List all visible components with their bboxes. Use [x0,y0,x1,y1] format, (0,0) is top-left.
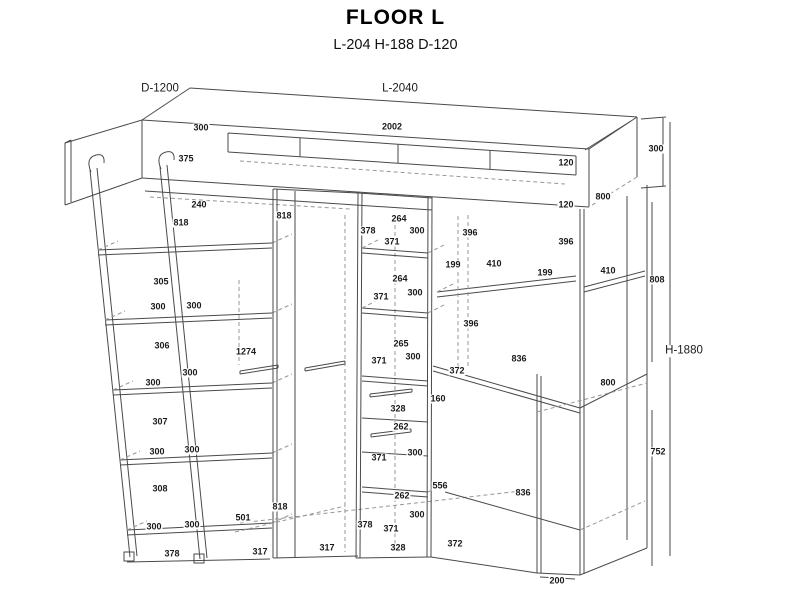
dimension-label: 501 [234,512,252,523]
height-axis-label: H-1880 [665,344,703,357]
dimension-label: 556 [431,480,449,491]
dimension-label: 800 [594,191,612,202]
dimension-label: 808 [648,274,666,285]
ladder-hook-icon [88,154,105,173]
dimension-label: 818 [271,501,289,512]
dimension-label: 396 [461,227,479,238]
dimension-label: 410 [485,258,503,269]
dimension-label: 317 [251,546,269,557]
dimension-label: 410 [599,265,617,276]
dimension-label: 300 [408,509,426,520]
dimension-label: 2002 [380,121,404,132]
dimension-label: 396 [557,236,575,247]
dimension-label: 328 [389,403,407,414]
dimension-label: 262 [392,421,410,432]
dimension-label: 836 [510,353,528,364]
dimension-label: 396 [462,318,480,329]
dimension-label: 200 [548,575,566,586]
dimension-label: 264 [390,213,408,224]
dimension-label: 818 [172,217,190,228]
dimension-label: 328 [389,542,407,553]
dimension-label: 300 [406,287,424,298]
drawer-column [355,192,447,559]
dimension-label: 264 [391,273,409,284]
door-handle-icon [304,360,346,372]
dimension-label: 120 [557,199,575,210]
dimension-label: 300 [181,367,199,378]
dimension-label: 300 [144,377,162,388]
drawer-handle-icon [369,388,413,398]
dimension-lines [539,116,671,580]
dimension-label: 371 [370,452,388,463]
dimension-label: 300 [408,225,426,236]
dimension-label: 371 [382,523,400,534]
dimension-label: 1274 [234,346,258,357]
dimension-label: 305 [152,276,170,287]
door-handle-icon [239,364,279,375]
dimension-label: 300 [145,521,163,532]
dimension-label: 300 [406,447,424,458]
dimension-label: 160 [429,393,447,404]
dimension-label: 300 [183,519,201,530]
ladder-hook-icon [158,151,175,170]
dimension-label: 199 [444,259,462,270]
dimension-label: 307 [151,416,169,427]
page-title: FLOOR L [345,6,446,29]
dimension-label: 371 [383,236,401,247]
dimension-label: 317 [318,542,336,553]
dimension-label: 836 [514,487,532,498]
length-axis-label: L-2040 [382,82,418,95]
dimension-label: 300 [192,122,210,133]
dimension-label: 375 [177,153,195,164]
wardrobe [234,188,531,559]
dimension-label: 300 [149,301,167,312]
dimension-label: 262 [393,490,411,501]
desk-and-cabinet [430,185,648,576]
dimension-label: 378 [359,225,377,236]
dimension-label: 265 [392,338,410,349]
dimension-label: 378 [163,548,181,559]
dimension-label: 300 [404,351,422,362]
dimension-label: 800 [599,377,617,388]
dimension-label: 372 [446,538,464,549]
dimension-label: 308 [151,483,169,494]
dimension-label: 378 [356,519,374,530]
ladder [88,151,293,564]
dimension-label: 371 [372,291,390,302]
dimension-label: 371 [370,355,388,366]
dimension-label: 300 [185,300,203,311]
dimension-label: 199 [536,267,554,278]
bed-box [64,87,638,211]
dimension-label: 300 [647,143,665,154]
dimension-label: 306 [153,340,171,351]
dimension-label: 752 [649,446,667,457]
dimension-label: 240 [190,199,208,210]
depth-axis-label: D-1200 [141,82,179,95]
dimension-label: 300 [148,446,166,457]
dimension-label: 300 [183,444,201,455]
dimension-label: 818 [275,210,293,221]
dimension-label: 372 [448,365,466,376]
page-subtitle: L-204 H-188 D-120 [333,37,458,53]
dimension-label: 120 [557,157,575,168]
